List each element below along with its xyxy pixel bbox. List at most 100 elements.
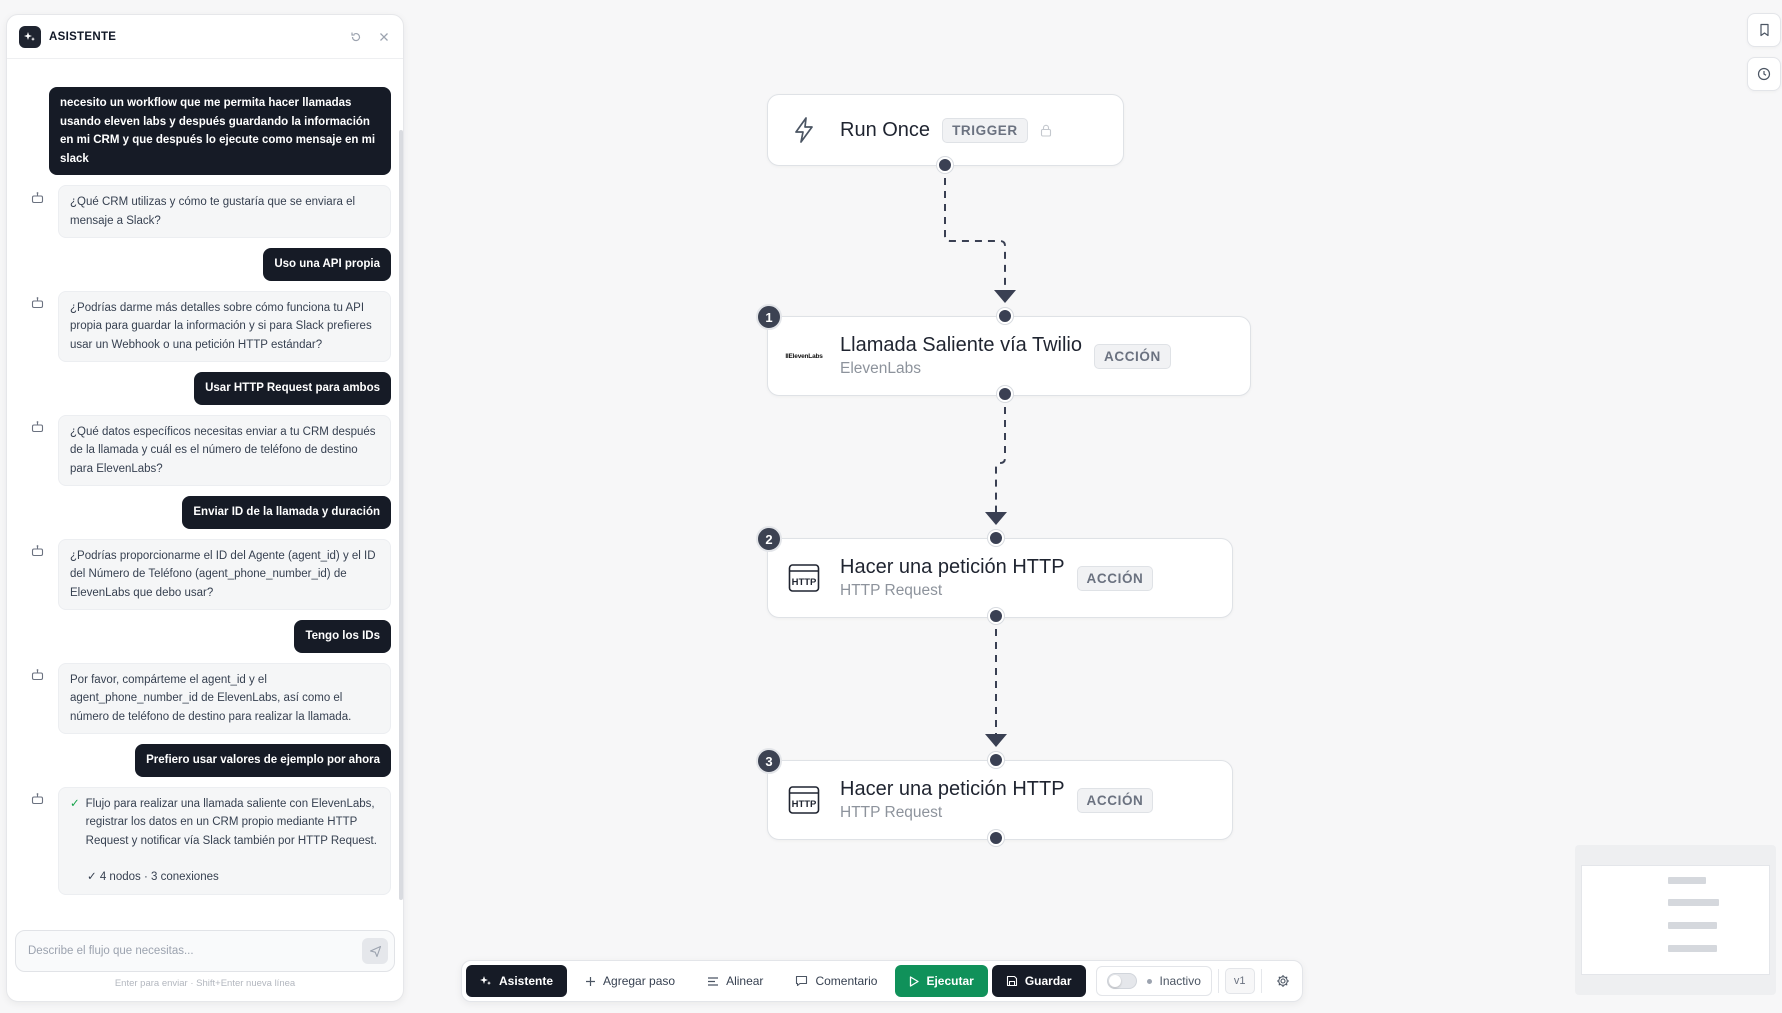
elevenlabs-call-node[interactable]: IIElevenLabs Llamada Saliente vía Twilio…: [767, 316, 1251, 396]
step-number: 2: [756, 526, 782, 552]
divider: [1217, 969, 1219, 993]
assistant-message: Por favor, compárteme el agent_id y el a…: [17, 662, 391, 734]
chat-thread: necesito un workflow que me permita hace…: [7, 60, 403, 915]
gear-icon: [1276, 975, 1289, 987]
history-button[interactable]: [1747, 57, 1781, 91]
flow-stats: ✓ 4 nodos · 3 conexiones: [87, 871, 219, 883]
user-message: necesito un workflow que me permita hace…: [17, 87, 391, 175]
assistant-button[interactable]: Asistente: [466, 965, 568, 997]
edge-1-2: [995, 394, 1006, 514]
assistant-message: ¿Qué CRM utilizas y cómo te gustaría que…: [17, 185, 391, 238]
output-handle[interactable]: [988, 830, 1004, 846]
output-handle[interactable]: [937, 157, 953, 173]
input-handle[interactable]: [997, 308, 1013, 324]
assistant-header: ASISTENTE: [7, 15, 403, 59]
bot-icon: [28, 790, 46, 808]
prompt-composer: [15, 930, 395, 972]
save-button[interactable]: Guardar: [991, 965, 1086, 997]
http-icon: HTTP: [786, 560, 822, 596]
save-icon: [1006, 975, 1017, 987]
user-message: Enviar ID de la llamada y duración: [17, 496, 391, 529]
composer-hint: Enter para enviar · Shift+Enter nueva lí…: [114, 978, 296, 989]
align-icon: [708, 976, 719, 986]
elevenlabs-logo: IIElevenLabs: [785, 352, 823, 360]
node-title: Hacer una petición HTTP: [840, 556, 1065, 578]
settings-button[interactable]: [1268, 965, 1298, 997]
assistant-message: ¿Qué datos específicos necesitas enviar …: [17, 414, 391, 486]
minimap-node: [1668, 877, 1706, 884]
assistant-title: ASISTENTE: [49, 30, 117, 43]
send-icon: [369, 945, 381, 957]
sparkle-icon: [480, 976, 491, 985]
arrow-head: [994, 290, 1016, 303]
workflow-canvas[interactable]: Run Once TRIGGER IIElevenLabs Llamada Sa…: [404, 0, 1782, 1013]
node-title: Llamada Saliente vía Twilio: [840, 334, 1082, 356]
comment-button[interactable]: Comentario: [781, 965, 891, 997]
minimap-node: [1668, 945, 1717, 952]
output-handle[interactable]: [988, 608, 1004, 624]
assistant-message: ¿Podrías darme más detalles sobre cómo f…: [17, 290, 391, 362]
prompt-input[interactable]: [28, 945, 362, 957]
action-badge: ACCIÓN: [1076, 787, 1154, 813]
bottom-toolbar: Asistente Agregar paso Alinear Comentari…: [461, 960, 1303, 1002]
minimap-node: [1668, 899, 1719, 906]
bot-icon: [28, 418, 46, 436]
chat-scrollbar[interactable]: [399, 130, 403, 900]
active-toggle[interactable]: [1106, 973, 1137, 989]
bookmark-button[interactable]: [1747, 13, 1781, 47]
edge-trigger-1: [944, 165, 1006, 292]
user-message: Usar HTTP Request para ambos: [17, 372, 391, 405]
assistant-message: ¿Podrías proporcionarme el ID del Agente…: [17, 538, 391, 610]
plus-icon: [586, 976, 596, 986]
http-icon: HTTP: [786, 782, 822, 818]
status-label: Inactivo: [1159, 974, 1201, 988]
trigger-node[interactable]: Run Once TRIGGER: [767, 94, 1124, 166]
sparkle-icon: [19, 25, 41, 48]
minimap-viewport[interactable]: [1581, 865, 1770, 975]
input-handle[interactable]: [988, 752, 1004, 768]
input-handle[interactable]: [988, 530, 1004, 546]
node-subtitle: HTTP Request: [840, 804, 943, 821]
align-button[interactable]: Alinear: [693, 965, 777, 997]
step-number: 1: [756, 304, 782, 330]
user-message: Tengo los IDs: [17, 620, 391, 653]
lock-icon: [1040, 124, 1052, 137]
bot-icon: [28, 542, 46, 560]
reset-icon[interactable]: [349, 30, 363, 44]
node-title: Run Once: [840, 118, 931, 141]
step-number: 3: [756, 748, 782, 774]
close-icon[interactable]: [377, 30, 391, 44]
clock-icon: [1757, 67, 1771, 81]
http-request-node[interactable]: HTTP Hacer una petición HTTP HTTP Reques…: [767, 538, 1233, 618]
bookmark-icon: [1759, 23, 1769, 37]
output-handle[interactable]: [997, 386, 1013, 402]
node-subtitle: HTTP Request: [840, 582, 943, 599]
arrow-head: [985, 512, 1007, 525]
flow-summary: Flujo para realizar una llamada saliente…: [85, 797, 377, 847]
bot-icon: [28, 188, 46, 206]
bot-icon: [28, 666, 46, 684]
add-step-button[interactable]: Agregar paso: [571, 965, 689, 997]
comment-icon: [796, 975, 808, 987]
version-badge[interactable]: v1: [1224, 968, 1255, 994]
play-icon: [910, 975, 920, 987]
bolt-icon: [786, 112, 822, 148]
minimap-node: [1668, 922, 1717, 929]
action-badge: ACCIÓN: [1076, 565, 1154, 591]
assistant-final-message: ✓ Flujo para realizar una llamada salien…: [17, 786, 391, 895]
http-request-node[interactable]: HTTP Hacer una petición HTTP HTTP Reques…: [767, 760, 1233, 840]
bot-icon: [28, 294, 46, 312]
node-title: Hacer una petición HTTP: [840, 778, 1065, 800]
user-message: Uso una API propia: [17, 248, 391, 281]
arrow-head: [985, 734, 1007, 747]
action-badge: ACCIÓN: [1094, 343, 1171, 369]
minimap[interactable]: [1575, 845, 1776, 995]
check-icon: ✓: [70, 797, 80, 810]
send-button[interactable]: [362, 938, 388, 964]
active-toggle-group: Inactivo: [1095, 966, 1212, 996]
node-subtitle: ElevenLabs: [840, 360, 922, 377]
assistant-panel: ASISTENTE necesito un workflow que me pe…: [6, 14, 404, 1002]
status-dot: [1146, 978, 1152, 984]
run-button[interactable]: Ejecutar: [895, 965, 988, 997]
divider: [1260, 969, 1262, 993]
